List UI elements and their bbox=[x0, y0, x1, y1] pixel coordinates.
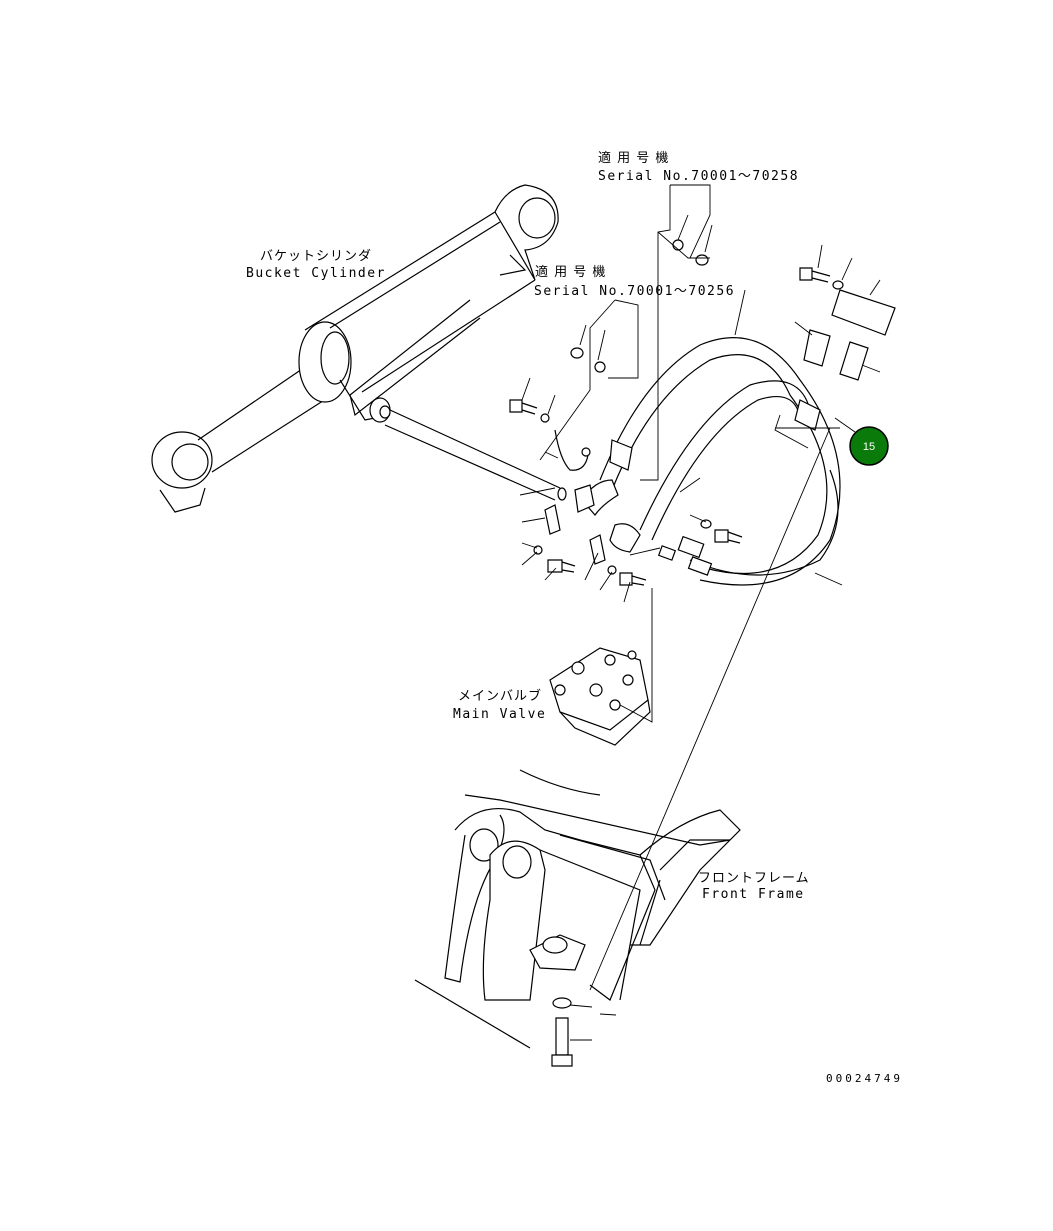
bucket-cylinder-en: Bucket Cylinder bbox=[246, 266, 386, 281]
front-frame bbox=[414, 769, 741, 1067]
callout-15[interactable]: 15 bbox=[849, 426, 889, 466]
label-bucket-cylinder: バケットシリンダ Bucket Cylinder bbox=[246, 249, 386, 281]
main-valve-en: Main Valve bbox=[453, 707, 546, 722]
serial-lower-en: Serial No.70001〜70256 bbox=[534, 284, 735, 299]
label-main-valve: メインバルブ Main Valve bbox=[453, 688, 546, 722]
bucket-cylinder bbox=[151, 184, 559, 513]
leader-lines bbox=[519, 184, 881, 1041]
main-valve bbox=[549, 647, 651, 746]
front-frame-jp: フロントフレーム bbox=[698, 871, 810, 886]
callout-number[interactable]: 15 bbox=[863, 441, 875, 453]
serial-lower-jp: 適 用 号 機 bbox=[535, 264, 606, 280]
hydraulic-hoses bbox=[581, 337, 841, 586]
label-serial-upper: 適 用 号 機 Serial No.70001〜70258 bbox=[598, 150, 799, 184]
main-valve-jp: メインバルブ bbox=[458, 688, 542, 704]
label-front-frame: フロントフレーム Front Frame bbox=[698, 871, 810, 902]
serial-upper-en: Serial No.70001〜70258 bbox=[598, 169, 799, 184]
front-frame-en: Front Frame bbox=[702, 887, 805, 902]
tube-assembly bbox=[384, 409, 567, 501]
hardware bbox=[509, 239, 896, 586]
label-serial-lower: 適 用 号 機 Serial No.70001〜70256 bbox=[534, 264, 735, 299]
bucket-cylinder-jp: バケットシリンダ bbox=[260, 249, 372, 264]
serial-upper-jp: 適 用 号 機 bbox=[598, 150, 669, 166]
callout-marker[interactable] bbox=[849, 426, 889, 466]
drawing-number: 00024749 bbox=[826, 1072, 903, 1085]
